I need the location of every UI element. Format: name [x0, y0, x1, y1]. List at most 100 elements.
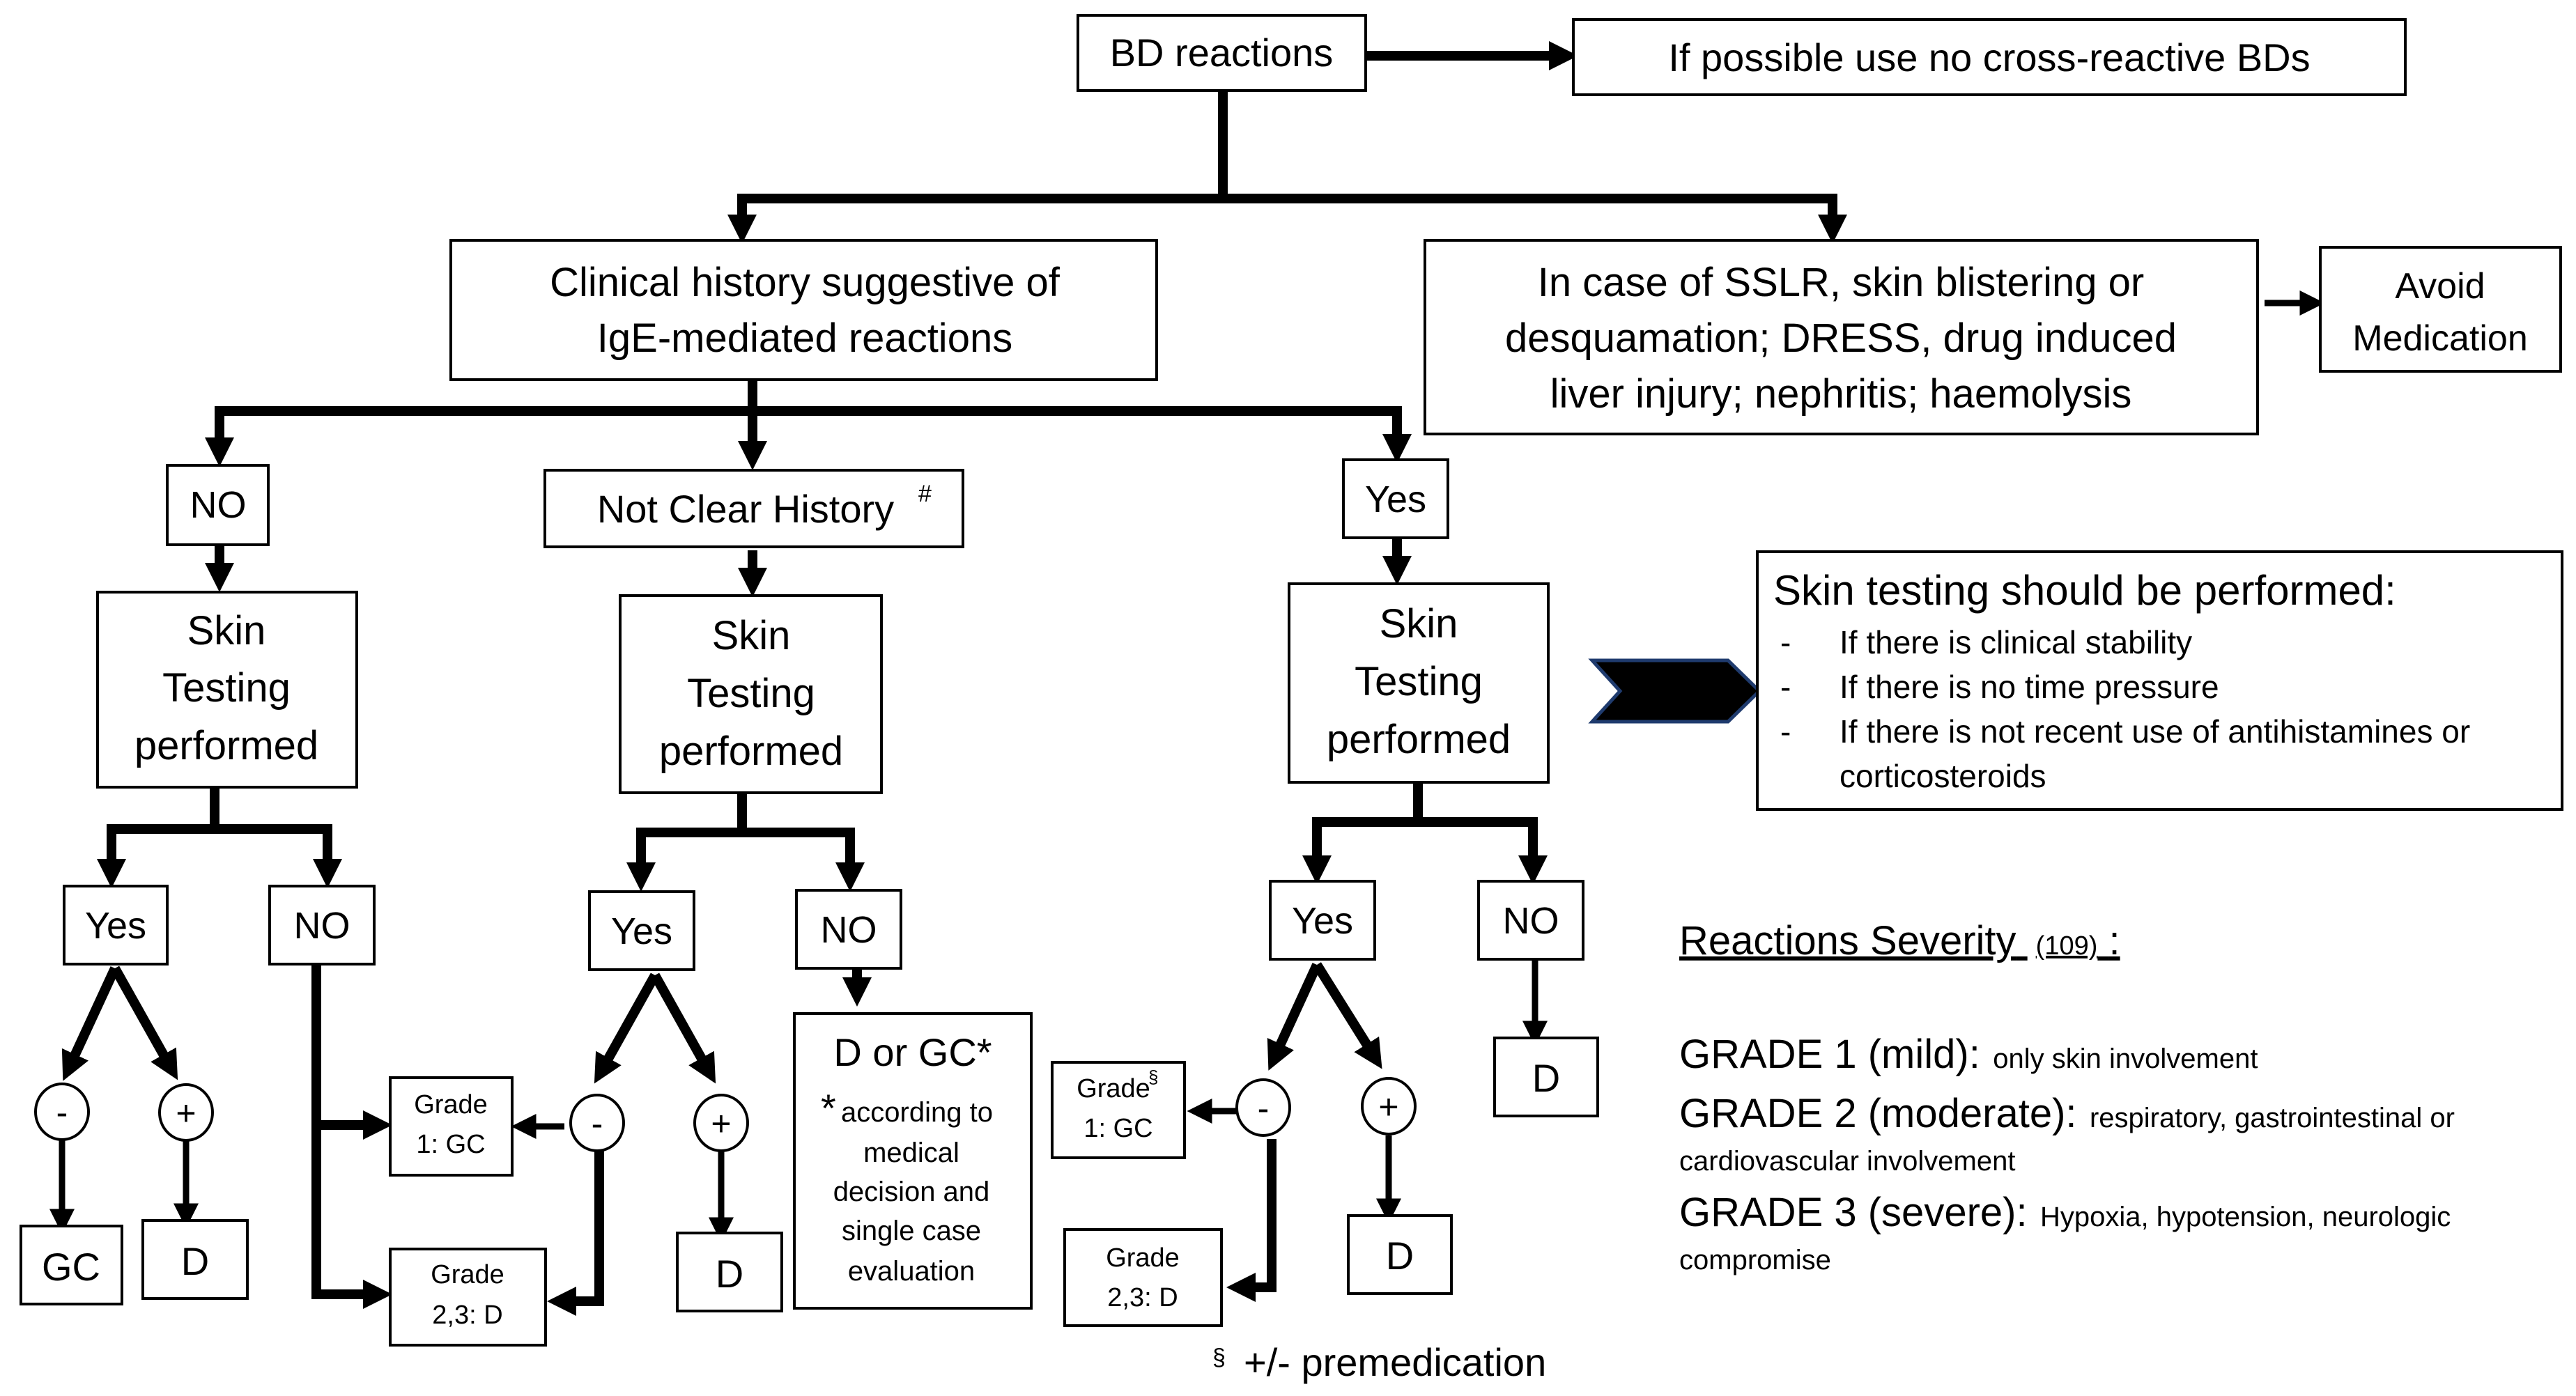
col3-d-no: D	[1493, 1037, 1599, 1117]
branch-not-clear: Not Clear History #	[543, 469, 964, 548]
arrow-yes1-to-neg	[61, 966, 120, 1081]
col1-positive-sign: +	[176, 1094, 196, 1133]
col3-d-pos: D	[1347, 1214, 1453, 1295]
severity-title-text: Reactions Severity	[1679, 918, 2016, 963]
col1-d-label: D	[181, 1239, 209, 1283]
arrow-history-to-yes	[753, 406, 1412, 463]
grade2-head: GRADE 2 (moderate):	[1679, 1091, 2077, 1136]
severity-title: Reactions Severity (109) :	[1679, 918, 2120, 963]
arrow-skin3-to-yes	[1302, 784, 1423, 885]
arrow-skin2-to-yes	[626, 794, 747, 892]
conditions-dash-2: -	[1780, 669, 1791, 705]
grade1-text: only skin involvement	[1993, 1044, 2258, 1074]
grade3-text-2: compromise	[1679, 1245, 1831, 1275]
d-or-gc-line-5: evaluation	[848, 1256, 975, 1287]
clinical-history-node: Clinical history suggestive of IgE-media…	[449, 239, 1158, 381]
d-or-gc-line-4: single case	[842, 1216, 981, 1246]
col3-yes-label: Yes	[1292, 900, 1353, 942]
d-or-gc-title: D or GC*	[833, 1030, 992, 1074]
connectors	[49, 41, 2325, 1316]
grade23-d-b: Grade 2,3: D	[1063, 1228, 1223, 1327]
branch-yes-label: Yes	[1365, 479, 1426, 520]
arrow-yes3-to-neg	[1267, 963, 1322, 1071]
severe-line-1: In case of SSLR, skin blistering or	[1538, 260, 2144, 305]
conditions-box: Skin testing should be performed: - If t…	[1756, 550, 2563, 811]
grade23a-line-1: Grade	[431, 1260, 504, 1289]
avoid-line-2: Medication	[2352, 318, 2527, 359]
skin-testing-3: Skin Testing performed	[1288, 582, 1550, 784]
skin-testing-1-line-1: Skin	[187, 608, 266, 653]
col2-no: NO	[795, 889, 902, 970]
col2-d-label: D	[716, 1252, 743, 1296]
col3-d-pos-label: D	[1386, 1234, 1414, 1278]
col3-negative: -	[1235, 1078, 1291, 1137]
grade1b-line-1: Grade	[1077, 1074, 1150, 1103]
col3-negative-sign: -	[1258, 1089, 1270, 1128]
arrow-no1-to-grade23	[311, 965, 392, 1309]
arrow-root-to-severe	[1223, 194, 1847, 244]
root-node: BD reactions	[1077, 14, 1367, 92]
conditions-title: Skin testing should be performed:	[1773, 567, 2396, 614]
grade1b-section-mark: §	[1148, 1067, 1158, 1087]
conditions-item-3: If there is not recent use of antihistam…	[1840, 713, 2470, 750]
col1-d: D	[141, 1219, 249, 1300]
arrow-yes1-to-pos	[110, 965, 178, 1080]
col1-gc-label: GC	[42, 1245, 100, 1289]
grade2-text: respiratory, gastrointestinal or	[2090, 1103, 2455, 1133]
avoid-medication-node: Avoid Medication	[2319, 246, 2562, 373]
branch-no-label: NO	[190, 484, 247, 526]
col3-d-no-label: D	[1532, 1056, 1560, 1100]
grade1-gc-a: Grade 1: GC	[389, 1076, 514, 1177]
skin-testing-3-line-3: performed	[1327, 717, 1511, 762]
arrow-skin2-to-no	[742, 828, 865, 892]
grade2-line: GRADE 2 (moderate): respiratory, gastroi…	[1679, 1091, 2455, 1136]
col2-negative: -	[569, 1094, 625, 1152]
col3-positive: +	[1361, 1077, 1417, 1135]
col2-positive: +	[693, 1094, 749, 1152]
grade23a-line-2: 2,3: D	[432, 1301, 502, 1330]
col2-d: D	[676, 1232, 783, 1312]
chevron-arrow-icon	[1588, 658, 1762, 724]
col2-yes-label: Yes	[611, 910, 672, 952]
no-cross-label: If possible use no cross-reactive BDs	[1668, 36, 2310, 79]
skin-testing-3-line-1: Skin	[1380, 601, 1458, 646]
severe-reactions-node: In case of SSLR, skin blistering or desq…	[1424, 239, 2259, 435]
skin-testing-2-line-1: Skin	[712, 613, 791, 658]
arrow-history-to-no	[205, 380, 757, 467]
no-cross-reactive-node: If possible use no cross-reactive BDs	[1572, 18, 2407, 96]
severity-legend: Reactions Severity (109) : GRADE 1 (mild…	[1679, 918, 2455, 1275]
grade3-head: GRADE 3 (severe):	[1679, 1190, 2028, 1235]
grade1-head: GRADE 1 (mild):	[1679, 1032, 1980, 1077]
col1-no: NO	[268, 885, 376, 965]
conditions-dash-3: -	[1780, 713, 1791, 750]
skin-testing-2-line-2: Testing	[687, 671, 815, 716]
d-or-gc-line-2: medical	[863, 1138, 959, 1168]
branch-not-clear-label: Not Clear History	[597, 487, 894, 531]
conditions-item-2: If there is no time pressure	[1840, 669, 2219, 705]
arrow-skin1-to-no	[215, 824, 342, 888]
arrow-skin3-to-no	[1418, 817, 1548, 885]
skin-testing-1: Skin Testing performed	[96, 591, 358, 789]
arrow-yes2-to-pos	[650, 972, 716, 1084]
branch-no: NO	[166, 464, 270, 546]
arrow-root-to-history	[727, 91, 1228, 244]
grade1-line: GRADE 1 (mild): only skin involvement	[1679, 1032, 2258, 1077]
grade23b-line-1: Grade	[1106, 1243, 1180, 1273]
severe-line-2: desquamation; DRESS, drug induced	[1505, 316, 2177, 361]
d-or-gc-star: *	[821, 1086, 836, 1130]
col1-no-label: NO	[294, 905, 350, 947]
grade1b-line-2: 1: GC	[1083, 1114, 1152, 1143]
conditions-dash-1: -	[1780, 624, 1791, 660]
grade1a-line-1: Grade	[414, 1090, 488, 1119]
d-or-gc-node: D or GC* * according to medical decision…	[793, 1012, 1033, 1310]
branch-not-clear-mark: #	[918, 481, 932, 507]
premedication-text: +/- premedication	[1244, 1340, 1546, 1384]
grade2-text-2: cardiovascular involvement	[1679, 1146, 2015, 1177]
severe-line-3: liver injury; nephritis; haemolysis	[1550, 371, 2132, 417]
col2-positive-sign: +	[711, 1104, 731, 1143]
grade1a-line-2: 1: GC	[416, 1130, 485, 1159]
premedication-note: § +/- premedication	[1212, 1340, 1546, 1384]
arrow-yes2-to-neg	[594, 972, 660, 1084]
